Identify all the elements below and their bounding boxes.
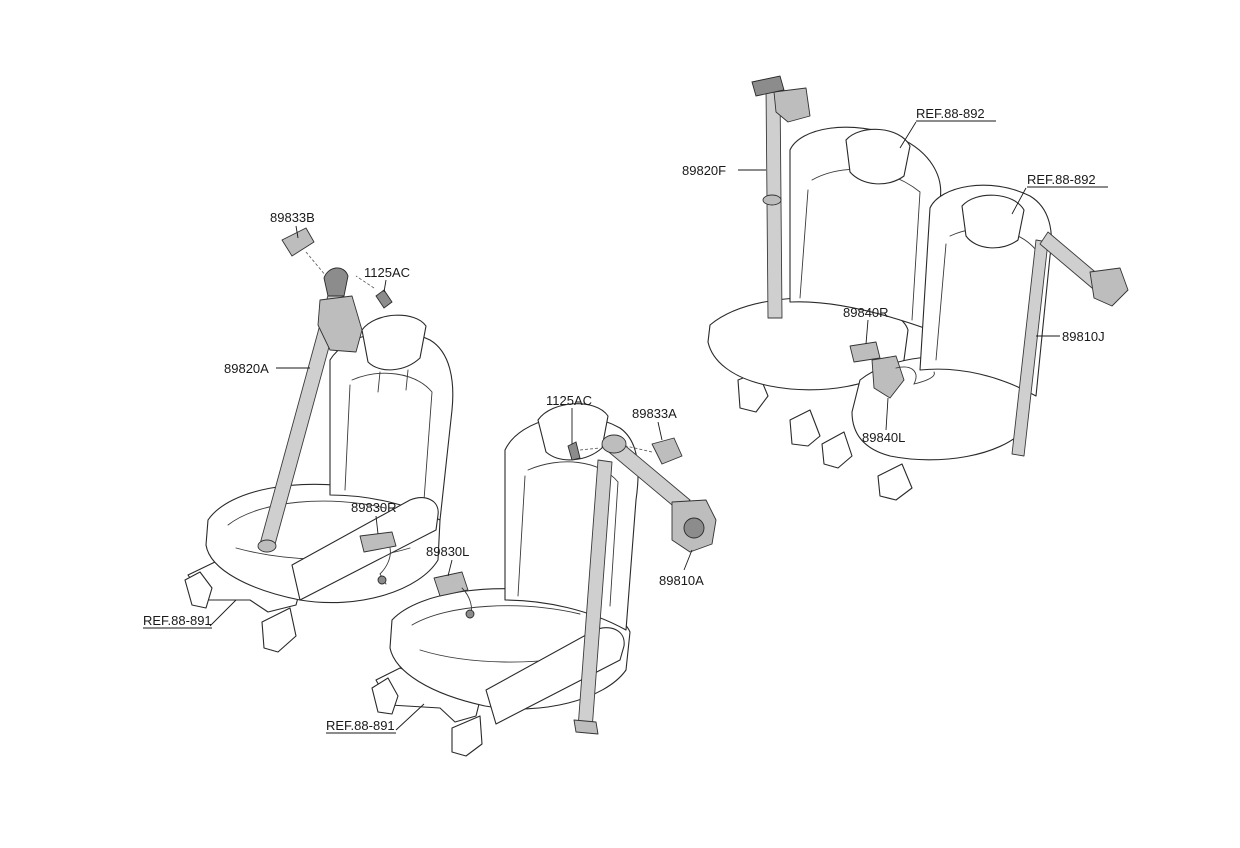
middle-clip-install-path	[625, 445, 653, 453]
left-bolt-install-path	[355, 275, 375, 289]
left-buckle-bolt	[377, 575, 387, 585]
callout-89820A: 89820A	[224, 361, 269, 376]
bench-leg-4	[877, 463, 913, 501]
middle-seat-buckle	[433, 571, 469, 597]
left-belt-retractor	[317, 295, 363, 353]
left-seat-headrest	[361, 314, 427, 371]
middle-belt-lower-anchor	[573, 719, 599, 735]
ref-891-left-leader	[209, 599, 237, 627]
left-seat-assembly	[184, 227, 454, 653]
callout-ref-892-a: REF.88-892	[916, 106, 985, 121]
callout-1125AC-mid: 1125AC	[546, 393, 592, 408]
third-row-bench-assembly	[707, 75, 1129, 501]
bench-right-retractor	[1089, 267, 1129, 307]
left-seat-buckle	[359, 531, 397, 553]
middle-seat-assembly	[371, 403, 717, 757]
middle-bolt-install-path	[579, 447, 601, 451]
callout-labels: 89833B 1125AC 89820A 89830R REF.88-891 1…	[143, 106, 1108, 734]
middle-seat-leg-front	[371, 677, 399, 715]
middle-seat-leg-rear	[451, 715, 483, 757]
bench-left-headrest	[845, 128, 911, 185]
bench-leg-3	[821, 431, 853, 469]
callout-89840R: 89840R	[843, 305, 889, 320]
bench-left-belt-stopper	[762, 194, 782, 206]
leader-1125AC-left	[383, 279, 387, 293]
middle-belt-d-ring	[601, 434, 627, 454]
left-headrest-post	[405, 369, 409, 391]
bench-right-headrest	[961, 194, 1025, 249]
left-belt-guide-clip	[281, 227, 315, 257]
bench-leg-2	[789, 409, 821, 447]
ref-891-mid-leader	[395, 703, 425, 731]
left-headrest-post	[377, 371, 381, 393]
leader-89810A	[683, 549, 693, 571]
leader-89840L	[885, 397, 889, 431]
middle-anchor-bolt	[567, 441, 581, 461]
bench-center-buckle-left	[871, 355, 905, 399]
leader-89833A	[657, 421, 663, 441]
callout-leaders	[276, 169, 1060, 577]
callout-89833A: 89833A	[632, 406, 677, 421]
middle-seat-backrest-seam	[517, 461, 619, 607]
bench-left-retractor	[773, 87, 811, 123]
callout-89830R: 89830R	[351, 500, 397, 515]
callout-1125AC-left: 1125AC	[364, 265, 410, 280]
callout-ref-891-mid: REF.88-891	[326, 718, 395, 733]
callout-89840L: 89840L	[862, 430, 905, 445]
callout-ref-891-left: REF.88-891	[143, 613, 212, 628]
bench-left-upper-fitting	[751, 75, 785, 97]
bench-center-buckle-right	[849, 341, 881, 363]
callout-89833B: 89833B	[270, 210, 315, 225]
ref-leaders	[209, 121, 1027, 731]
callout-89820F: 89820F	[682, 163, 726, 178]
callout-89830L: 89830L	[426, 544, 469, 559]
left-seat-backrest-seam	[344, 372, 433, 501]
left-buckle-strap	[379, 547, 391, 585]
middle-belt-guide-clip	[651, 437, 683, 465]
left-belt-end-fitting	[257, 539, 277, 553]
leader-89840R	[865, 319, 869, 345]
left-clip-install-path	[305, 251, 327, 277]
callout-89810J: 89810J	[1062, 329, 1105, 344]
leader-89833B	[295, 225, 299, 239]
ref-892-a-leader	[899, 121, 917, 149]
callout-89810A: 89810A	[659, 573, 704, 588]
leader-89830R	[375, 515, 379, 535]
bench-left-backrest	[789, 126, 942, 331]
callout-ref-892-b: REF.88-892	[1027, 172, 1096, 187]
middle-retractor-spool	[683, 517, 705, 539]
left-seat-leg-front	[184, 571, 213, 609]
leader-89830L	[447, 559, 453, 577]
left-anchor-bolt	[375, 289, 393, 309]
left-seat-leg-rear	[261, 607, 297, 653]
ref-892-b-leader	[1011, 187, 1027, 215]
bench-buckle-harness	[895, 366, 935, 385]
middle-seat-headrest	[537, 403, 609, 461]
left-belt-upper-anchor	[323, 267, 349, 297]
middle-buckle-bolt	[465, 609, 475, 619]
